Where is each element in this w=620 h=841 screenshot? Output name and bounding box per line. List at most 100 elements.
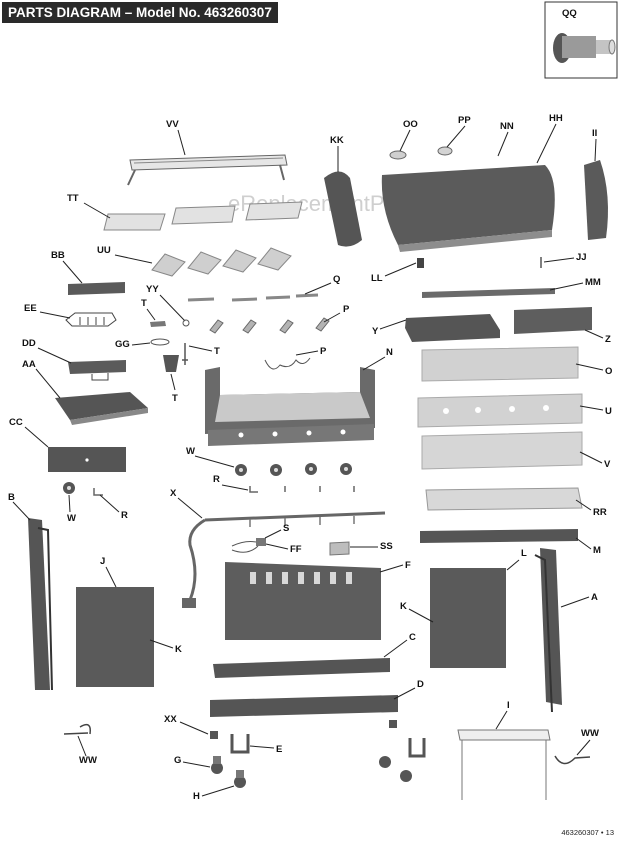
part-j-door [76, 587, 154, 687]
label-ii: II [592, 128, 597, 139]
part-r-side-valve [93, 488, 103, 496]
part-xx [210, 731, 218, 739]
label-d: D [417, 679, 424, 690]
part-n-firebox [205, 367, 375, 446]
part-ww-right [554, 755, 591, 765]
part-p-wires [264, 357, 311, 370]
part-x-regulator [182, 598, 196, 608]
part-rr [425, 487, 583, 511]
part-t-collector [163, 355, 179, 372]
label-r2: R [121, 510, 128, 521]
part-i-rack [457, 729, 551, 800]
label-j: J [100, 556, 105, 567]
part-t [150, 321, 166, 327]
part-w-side-knob [63, 482, 75, 494]
label-pp: PP [458, 115, 471, 126]
page-footer: 463260307 • 13 [561, 828, 614, 837]
label-p1: P [343, 304, 350, 315]
label-aa: AA [22, 359, 36, 370]
label-f: F [405, 560, 411, 571]
label-r1: R [213, 474, 220, 485]
label-a: A [591, 592, 598, 603]
label-yy: YY [146, 284, 159, 295]
part-l-door [430, 568, 506, 668]
part-vv-warming-rack [127, 154, 288, 186]
label-t1: T [141, 298, 147, 309]
label-qq: QQ [562, 8, 577, 19]
label-ll: LL [371, 273, 383, 284]
label-ff: FF [290, 544, 302, 555]
label-x: X [170, 488, 177, 499]
part-ff [231, 541, 259, 553]
label-mm: MM [585, 277, 601, 288]
label-w1: W [186, 446, 195, 457]
label-q: Q [333, 274, 340, 285]
part-ee [65, 312, 117, 327]
label-hh: HH [549, 113, 563, 124]
part-mm [422, 288, 555, 298]
label-bb: BB [51, 250, 65, 261]
label-xx: XX [164, 714, 177, 725]
part-uu-heat-tents [151, 247, 292, 277]
label-h: H [193, 791, 200, 802]
label-kk: KK [330, 135, 344, 146]
part-ss [329, 541, 350, 556]
part-oo [389, 150, 407, 160]
label-oo: OO [403, 119, 418, 130]
label-m: M [593, 545, 601, 556]
label-t3: T [172, 393, 178, 404]
part-w-knobs [235, 463, 352, 476]
part-dd [68, 360, 126, 381]
label-ee: EE [24, 303, 37, 314]
label-s: S [283, 523, 289, 534]
label-y: Y [372, 326, 379, 337]
label-tt: TT [67, 193, 79, 204]
part-a-side-panel [534, 548, 562, 713]
label-u: U [605, 406, 612, 417]
part-t-igniter [182, 343, 188, 365]
part-gg [150, 338, 170, 346]
part-b-side-panel [28, 518, 53, 691]
part-h-caster [234, 770, 412, 788]
label-z: Z [605, 334, 611, 345]
label-vv: VV [166, 119, 179, 130]
part-d [210, 695, 398, 717]
label-cc: CC [9, 417, 23, 428]
part-o [421, 346, 579, 382]
part-x-manifold [188, 511, 386, 601]
label-o: O [605, 366, 612, 377]
part-p-electrodes [209, 317, 330, 334]
label-nn: NN [500, 121, 514, 132]
label-ww1: WW [79, 755, 97, 766]
label-jj: JJ [576, 252, 587, 263]
label-rr: RR [593, 507, 607, 518]
label-t2: T [214, 346, 220, 357]
diagram-title: PARTS DIAGRAM – Model No. 463260307 [2, 2, 278, 23]
label-c: C [409, 632, 416, 643]
label-gg: GG [115, 339, 130, 350]
part-c [213, 658, 390, 678]
part-hh-lid [381, 165, 555, 245]
part-r-valves [249, 486, 355, 493]
part-f-panel [225, 562, 381, 640]
part-v [421, 431, 583, 470]
label-p2: P [320, 346, 327, 357]
part-y [405, 314, 500, 342]
part-s [256, 538, 266, 546]
part-ww-left [63, 723, 92, 735]
part-ii [584, 160, 608, 240]
label-ww2: WW [581, 728, 599, 739]
label-k2: K [400, 601, 407, 612]
label-e: E [276, 744, 282, 755]
label-dd: DD [22, 338, 36, 349]
label-v: V [604, 459, 611, 470]
part-aa [55, 392, 148, 420]
part-g-caster [211, 756, 391, 774]
label-ss: SS [380, 541, 393, 552]
part-tt-cooking-grates [103, 201, 303, 231]
part-u [417, 393, 583, 428]
part-ll [417, 258, 424, 268]
part-e [230, 734, 250, 754]
label-w2: W [67, 513, 76, 524]
